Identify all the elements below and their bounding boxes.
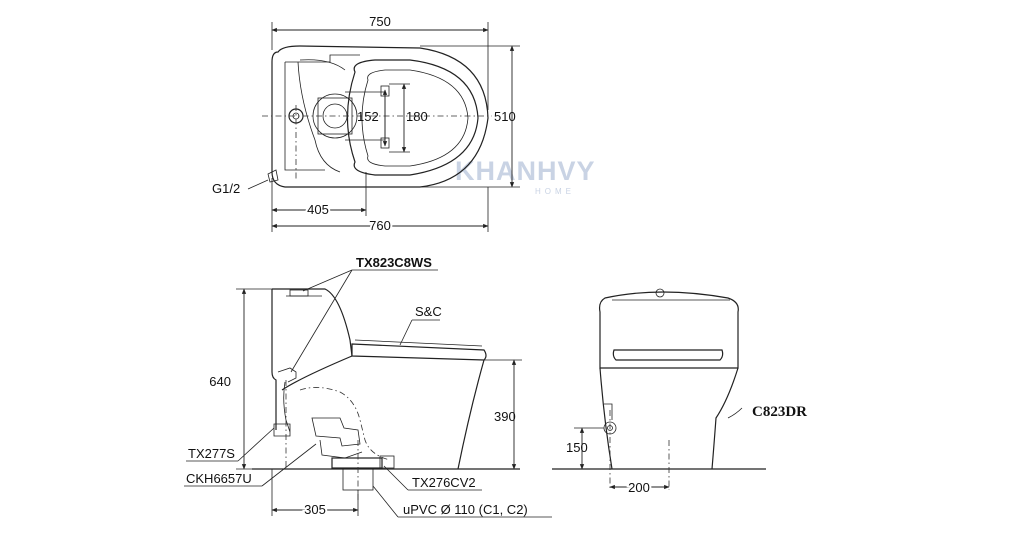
front-view-tank — [598, 291, 739, 369]
label-pipe: uPVC Ø 110 (C1, C2) — [403, 502, 528, 517]
top-view-tank-inner — [297, 59, 346, 173]
dim-bowl-height: 390 — [494, 409, 516, 424]
dim-front-inlet-height: 150 — [566, 440, 588, 455]
label-model: C823DR — [752, 404, 807, 420]
inlet-fitting — [267, 169, 279, 183]
dim-total-height: 640 — [209, 374, 231, 389]
dim-front-inlet-offset: 200 — [628, 480, 650, 495]
drain-flange — [331, 457, 383, 469]
front-view-seat — [612, 349, 724, 361]
side-view-back — [271, 289, 277, 430]
dim-width-top: 750 — [369, 14, 391, 29]
side-view-tank — [272, 288, 353, 357]
dim-width-bottom: 760 — [369, 218, 391, 233]
tank-button — [289, 289, 309, 297]
top-view-outline — [271, 45, 489, 188]
dim-depth: 510 — [494, 109, 516, 124]
label-inlet-thread: G1/2 — [212, 181, 240, 196]
label-drain-part: TX276CV2 — [412, 475, 476, 490]
dim-seat-bolt-inner: 152 — [357, 109, 379, 124]
angle-valve — [273, 367, 297, 437]
front-view: C823DR 150 200 — [552, 288, 807, 497]
top-view-seat — [346, 59, 479, 176]
watermark-brand: KHANHVY — [455, 156, 596, 186]
top-view-tank — [284, 54, 360, 171]
side-view-seat — [351, 343, 487, 361]
watermark-sub: HOME — [535, 187, 575, 196]
side-view-bowl — [281, 355, 485, 470]
side-view-trap — [299, 387, 391, 461]
watermark-logo: KHANHVY HOME — [455, 156, 596, 196]
dim-outlet-offset: 305 — [304, 502, 326, 517]
front-view-body — [599, 367, 739, 470]
side-view: TX823C8WS S&C 640 390 TX277S CKH6657U TX… — [184, 255, 552, 519]
dim-inlet-offset: 405 — [307, 202, 329, 217]
label-flange: CKH6657U — [186, 471, 252, 486]
label-angle-valve: TX277S — [188, 446, 235, 461]
dim-seat-bolt-outer: 180 — [406, 109, 428, 124]
label-seat: S&C — [415, 304, 442, 319]
front-tank-button — [655, 288, 665, 298]
label-tank-fitting: TX823C8WS — [356, 255, 432, 270]
top-view: 750 510 152 180 G1/2 405 760 — [212, 14, 520, 235]
top-view-seat-inner — [361, 69, 469, 167]
